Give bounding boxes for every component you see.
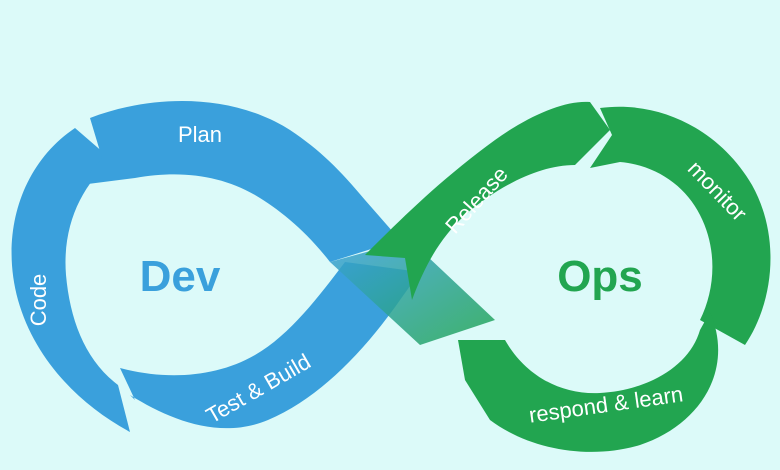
release-segment bbox=[365, 101, 610, 300]
dev-hub-label: Dev bbox=[140, 252, 221, 301]
test-build-segment bbox=[120, 262, 420, 429]
monitor-segment bbox=[590, 106, 771, 345]
stage-label-plan: Plan bbox=[178, 122, 222, 147]
ops-hub-label: Ops bbox=[557, 252, 643, 301]
plan-segment bbox=[80, 100, 400, 262]
respond-learn-segment bbox=[458, 312, 719, 452]
code-segment bbox=[11, 128, 131, 432]
stage-label-code: Code bbox=[26, 274, 51, 327]
